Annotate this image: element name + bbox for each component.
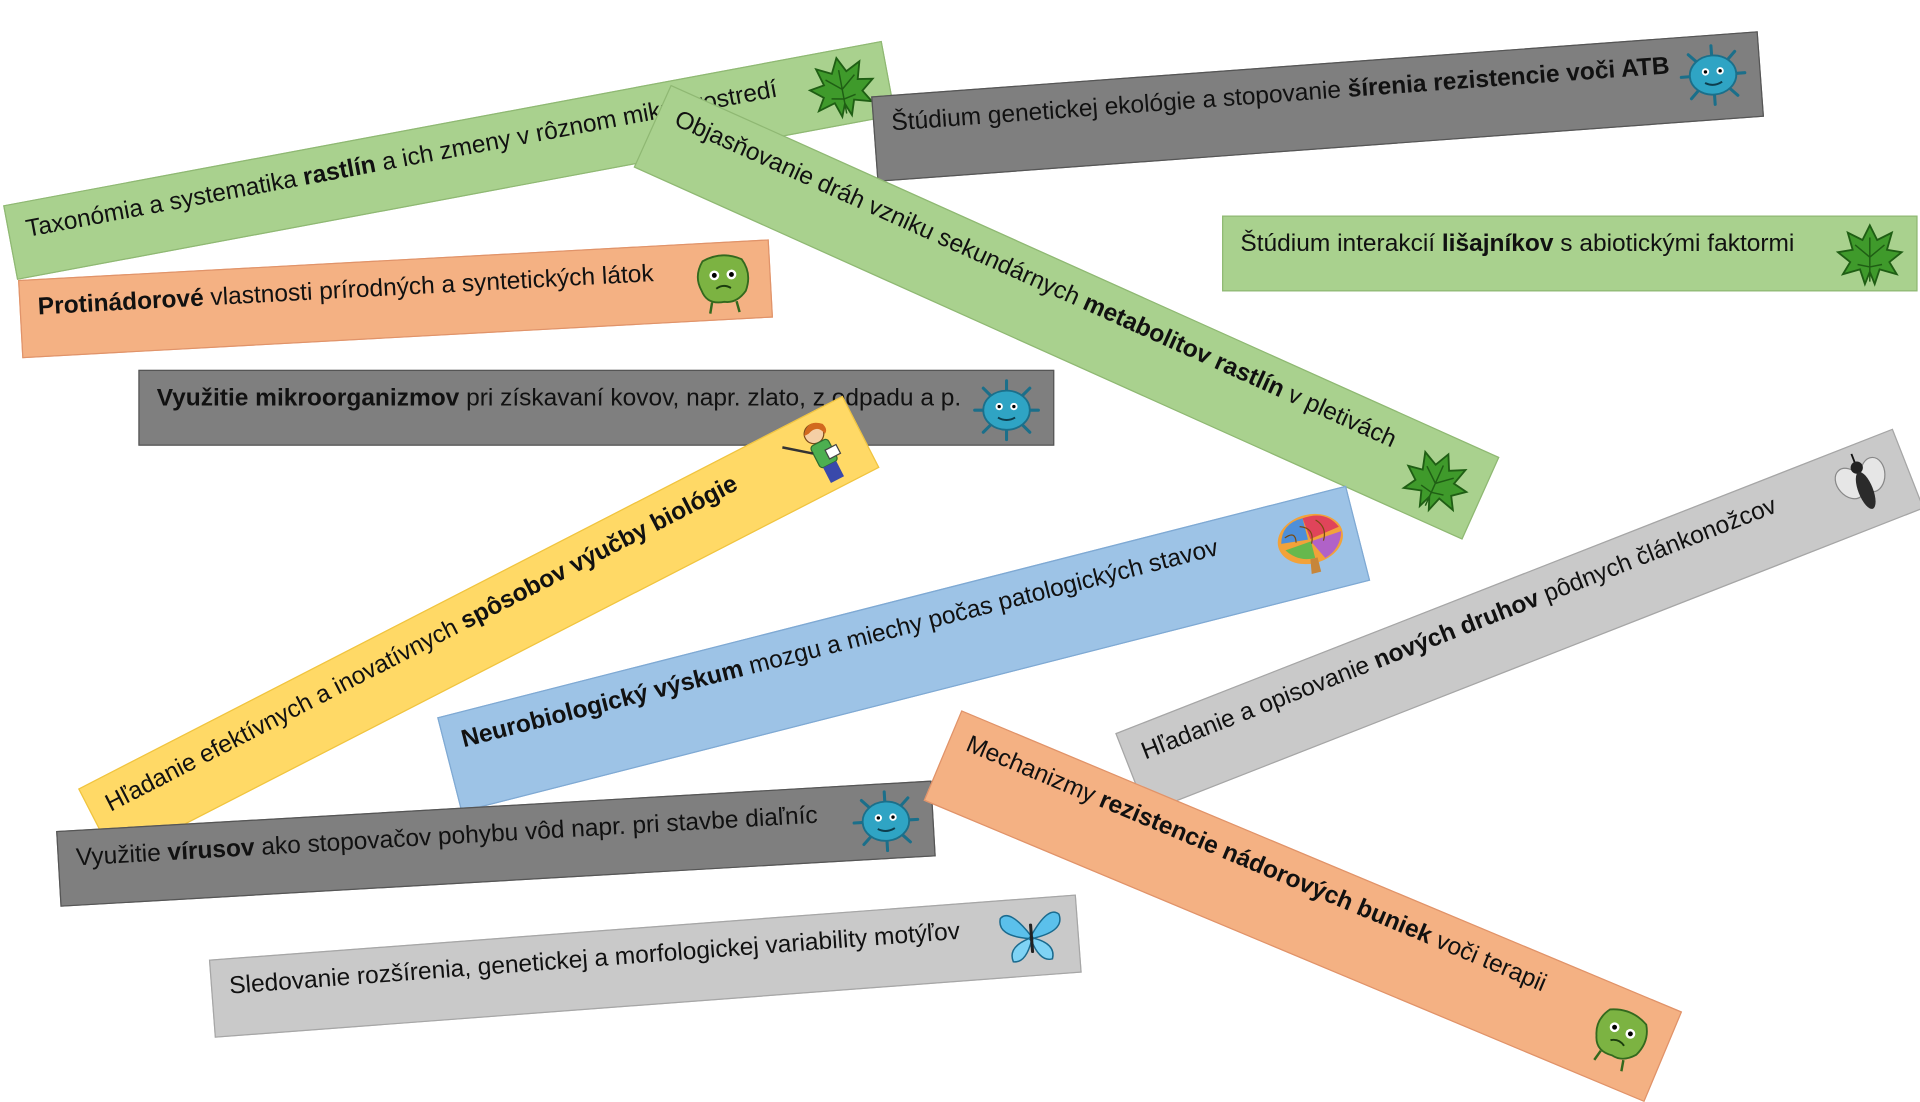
topic-text: Mechanizmy rezistencie nádorových buniek… <box>962 730 1551 998</box>
topic-text: Využitie mikroorganizmov pri získavaní k… <box>156 384 962 412</box>
virus-icon <box>1674 38 1752 112</box>
brain-icon <box>1267 499 1355 584</box>
topic-board: Taxonómia a systematika rastlín a ich zm… <box>3 31 1920 1102</box>
butterfly-icon <box>992 899 1070 973</box>
topic-text: Sledovanie rozšírenia, genetickej a morf… <box>228 917 961 1000</box>
topic-strip-atb-resistance: Štúdium genetickej ekológie a stopovanie… <box>871 31 1765 182</box>
virus-icon <box>847 785 924 858</box>
topic-strip-microorganisms: Využitie mikroorganizmov pri získavaní k… <box>138 369 1055 446</box>
topic-strip-arthropods: Hľadanie a opisovanie nových druhov pôdn… <box>1115 428 1920 814</box>
topic-text: Protinádorové vlastnosti prírodných a sy… <box>37 260 655 321</box>
tumor-cell-icon <box>685 246 762 318</box>
topic-strip-butterflies: Sledovanie rozšírenia, genetickej a morf… <box>208 894 1082 1038</box>
leaf-icon <box>799 47 884 128</box>
leaf-icon <box>1833 220 1906 289</box>
topic-strip-lichens: Štúdium interakcií lišajníkov s abiotick… <box>1222 215 1918 292</box>
topic-text: Štúdium interakcií lišajníkov s abiotick… <box>1240 230 1795 258</box>
topic-text: Štúdium genetickej ekológie a stopovanie… <box>890 52 1671 137</box>
virus-icon <box>970 376 1043 445</box>
insect-icon <box>1816 438 1909 529</box>
